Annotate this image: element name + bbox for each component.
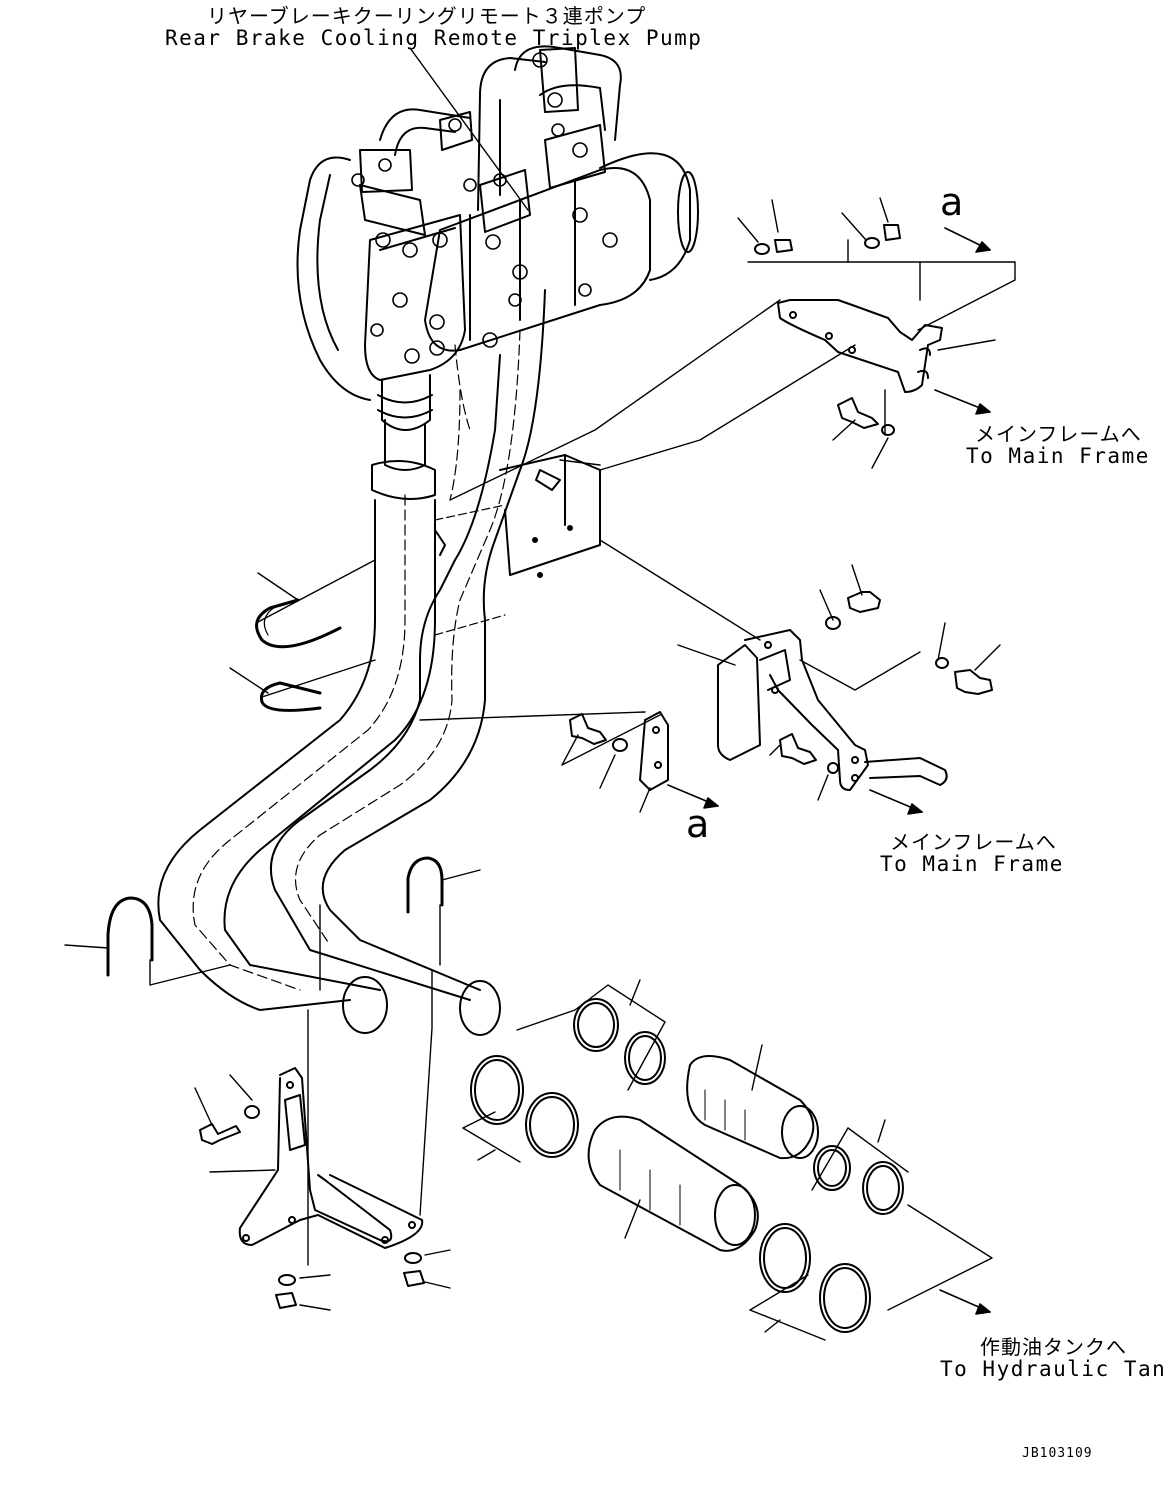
hose-clamps: [470, 998, 904, 1333]
main-frame-label-1-en: To Main Frame: [966, 444, 1150, 468]
pump-label-jp: リヤーブレーキクーリングリモート３連ポンプ: [207, 4, 647, 28]
callout-a-mid: a: [686, 802, 710, 846]
callout-a-top: a: [940, 180, 964, 224]
direction-arrows: [667, 227, 991, 1315]
u-bolt-lower-left: [106, 896, 154, 977]
hose-lower: [587, 1115, 759, 1252]
main-frame-label-2-jp: メインフレームへ: [890, 830, 1057, 854]
u-bolt-lower-right: [406, 856, 444, 914]
drawing-code: JB103109: [1022, 1446, 1093, 1461]
suction-pipes: [157, 289, 546, 1036]
pump-label-en: Rear Brake Cooling Remote Triplex Pump: [165, 26, 703, 50]
hose-upper: [686, 1055, 819, 1160]
main-frame-label-1-jp: メインフレームへ: [975, 422, 1142, 446]
u-bolt-upper-1: [255, 598, 342, 649]
stand-bracket: [199, 1067, 425, 1309]
hydraulic-tank-label-jp: 作動油タンクへ: [980, 1335, 1127, 1359]
leader-lines: [64, 47, 1016, 1341]
main-frame-label-2-en: To Main Frame: [880, 852, 1064, 876]
frame-crossmember: [434, 454, 601, 636]
triplex-pump: [296, 45, 699, 500]
hydraulic-tank-label-en: To Hydraulic Tank: [940, 1357, 1163, 1381]
u-bolt-upper-2: [259, 681, 322, 712]
bracket-top-right: [754, 224, 943, 436]
bracket-mid-right: [569, 591, 993, 791]
